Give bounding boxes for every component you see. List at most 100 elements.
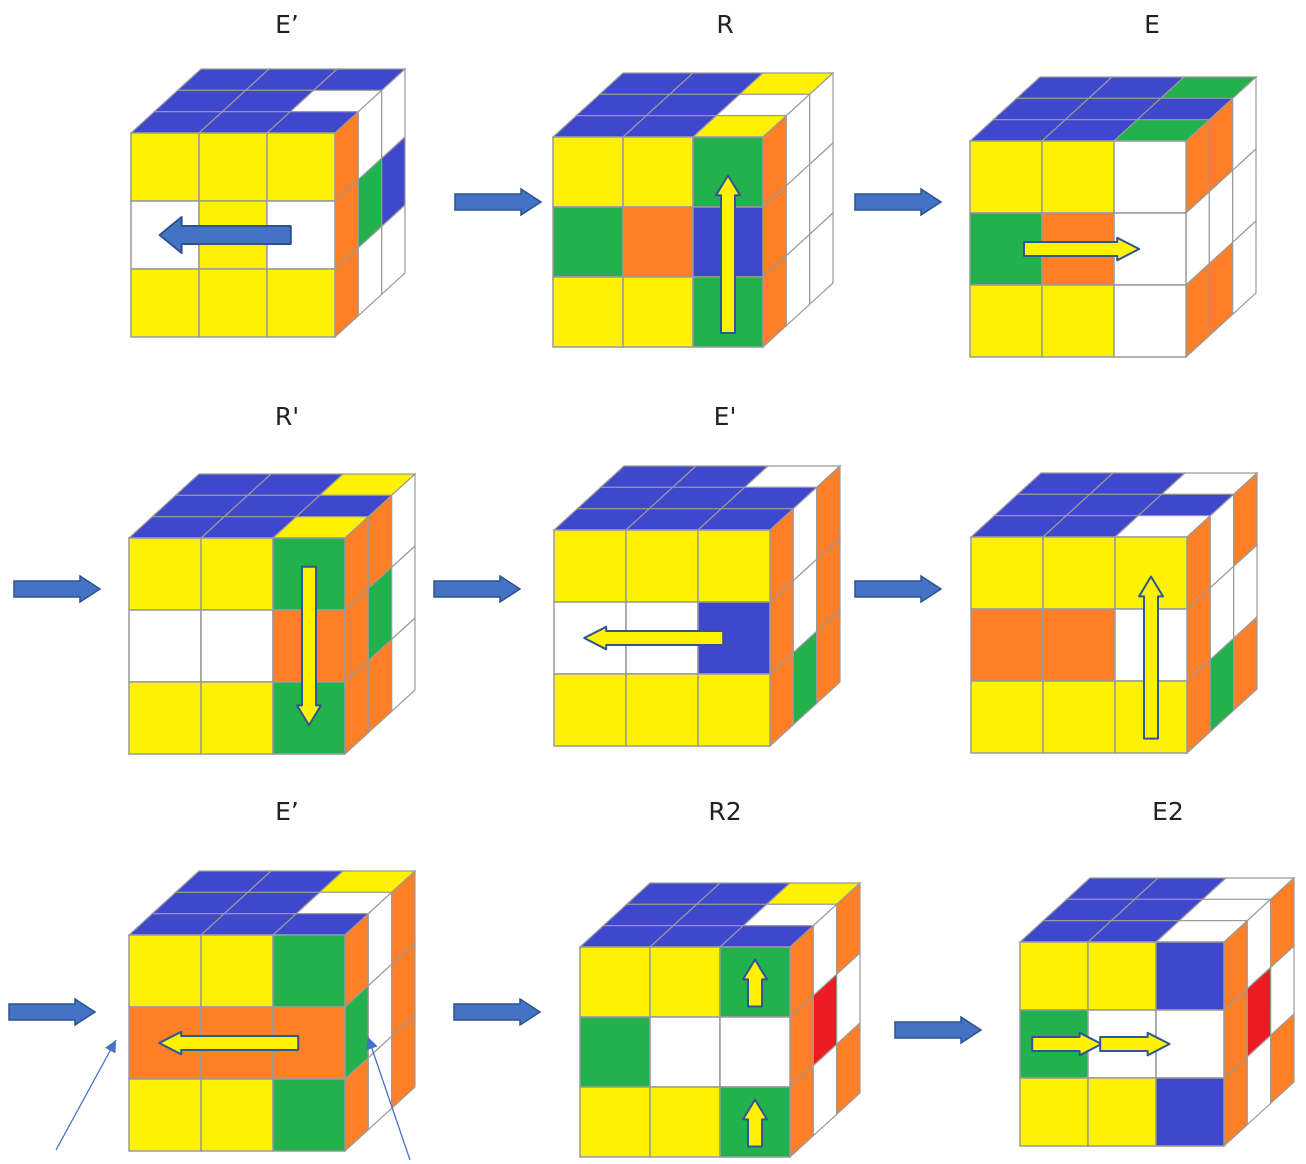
step-arrow [8, 997, 97, 1027]
move-label: E' [714, 402, 737, 431]
front-sticker [579, 1086, 651, 1158]
front-sticker [266, 132, 336, 202]
step-arrow [854, 187, 943, 217]
front-sticker [553, 673, 627, 747]
front-sticker [969, 140, 1043, 214]
front-sticker [198, 132, 268, 202]
pointer-head [366, 1037, 378, 1051]
front-sticker [697, 673, 771, 747]
front-sticker [128, 1078, 202, 1152]
front-sticker [200, 934, 274, 1008]
cube-step-5 [552, 464, 842, 748]
pointer-lines [55, 1036, 411, 1161]
move-arrow [1023, 236, 1141, 262]
front-sticker [130, 268, 200, 338]
front-sticker [130, 132, 200, 202]
front-sticker [1041, 140, 1115, 214]
step-connector-arrows [8, 187, 983, 1045]
front-sticker [1113, 140, 1187, 214]
front-sticker [622, 276, 694, 348]
front-sticker [970, 680, 1044, 754]
front-sticker [1155, 941, 1225, 1011]
move-arrow [296, 565, 322, 727]
front-sticker [649, 1086, 721, 1158]
front-sticker [970, 536, 1044, 610]
move-arrow [583, 625, 725, 651]
cube-step-9 [1018, 876, 1296, 1148]
front-sticker [649, 946, 721, 1018]
front-sticker [1041, 284, 1115, 358]
move-arrow [1031, 1031, 1103, 1057]
front-sticker [272, 1078, 346, 1152]
right-sticker [391, 616, 416, 713]
move-arrow [742, 958, 768, 1008]
front-sticker [649, 1016, 721, 1088]
front-sticker [579, 946, 651, 1018]
right-sticker [1270, 1012, 1295, 1105]
front-sticker [970, 608, 1044, 682]
front-sticker [1155, 1077, 1225, 1147]
right-sticker [391, 1013, 416, 1110]
front-sticker [1113, 284, 1187, 358]
move-labels: E’ R E R' E' E’ R2 E2 [275, 10, 1184, 826]
front-sticker [719, 1016, 791, 1088]
front-sticker [579, 1016, 651, 1088]
front-sticker [1019, 941, 1089, 1011]
step-arrow [433, 574, 522, 604]
front-sticker [128, 934, 202, 1008]
cube-step-7 [127, 869, 417, 1153]
move-label: E’ [275, 10, 299, 39]
move-arrow [158, 216, 292, 254]
move-label: E’ [275, 797, 299, 826]
right-sticker [809, 211, 834, 306]
front-sticker [1087, 941, 1157, 1011]
front-sticker [128, 537, 202, 611]
front-sticker [625, 529, 699, 603]
pointer-line [367, 1036, 411, 1161]
move-arrow [158, 1030, 300, 1056]
move-label: R2 [708, 797, 741, 826]
pointer-line [55, 1039, 117, 1151]
cube-step-8 [578, 881, 862, 1159]
front-sticker [198, 268, 268, 338]
front-sticker [200, 537, 274, 611]
front-sticker [1042, 608, 1116, 682]
step-arrow [453, 997, 542, 1027]
right-sticker [836, 1021, 861, 1116]
move-label: R [716, 10, 733, 39]
move-arrow [1099, 1031, 1171, 1057]
front-sticker [697, 529, 771, 603]
move-label: E [1144, 10, 1160, 39]
front-sticker [272, 934, 346, 1008]
front-sticker [128, 609, 202, 683]
front-sticker [969, 284, 1043, 358]
front-sticker [1042, 680, 1116, 754]
cube-step-6 [969, 471, 1259, 755]
step-arrow [854, 574, 943, 604]
move-label: R' [275, 402, 299, 431]
move-arrow [742, 1098, 768, 1148]
move-arrow [1138, 575, 1164, 740]
front-sticker [622, 136, 694, 208]
move-label: E2 [1152, 797, 1184, 826]
right-sticker [1233, 615, 1258, 712]
front-sticker [552, 136, 624, 208]
step-arrow [454, 187, 543, 217]
cube-states [127, 67, 1296, 1159]
front-sticker [1087, 1077, 1157, 1147]
cube-step-4 [127, 472, 417, 756]
front-sticker [266, 268, 336, 338]
right-sticker [816, 608, 841, 705]
front-sticker [128, 681, 202, 755]
cube-step-2 [551, 71, 835, 349]
front-sticker [552, 206, 624, 278]
move-arrow [715, 174, 741, 334]
front-sticker [1042, 536, 1116, 610]
step-arrow [13, 574, 102, 604]
front-sticker [625, 673, 699, 747]
right-sticker [1232, 219, 1257, 316]
front-sticker [1114, 536, 1188, 610]
step-arrow [894, 1015, 983, 1045]
front-sticker [553, 529, 627, 603]
